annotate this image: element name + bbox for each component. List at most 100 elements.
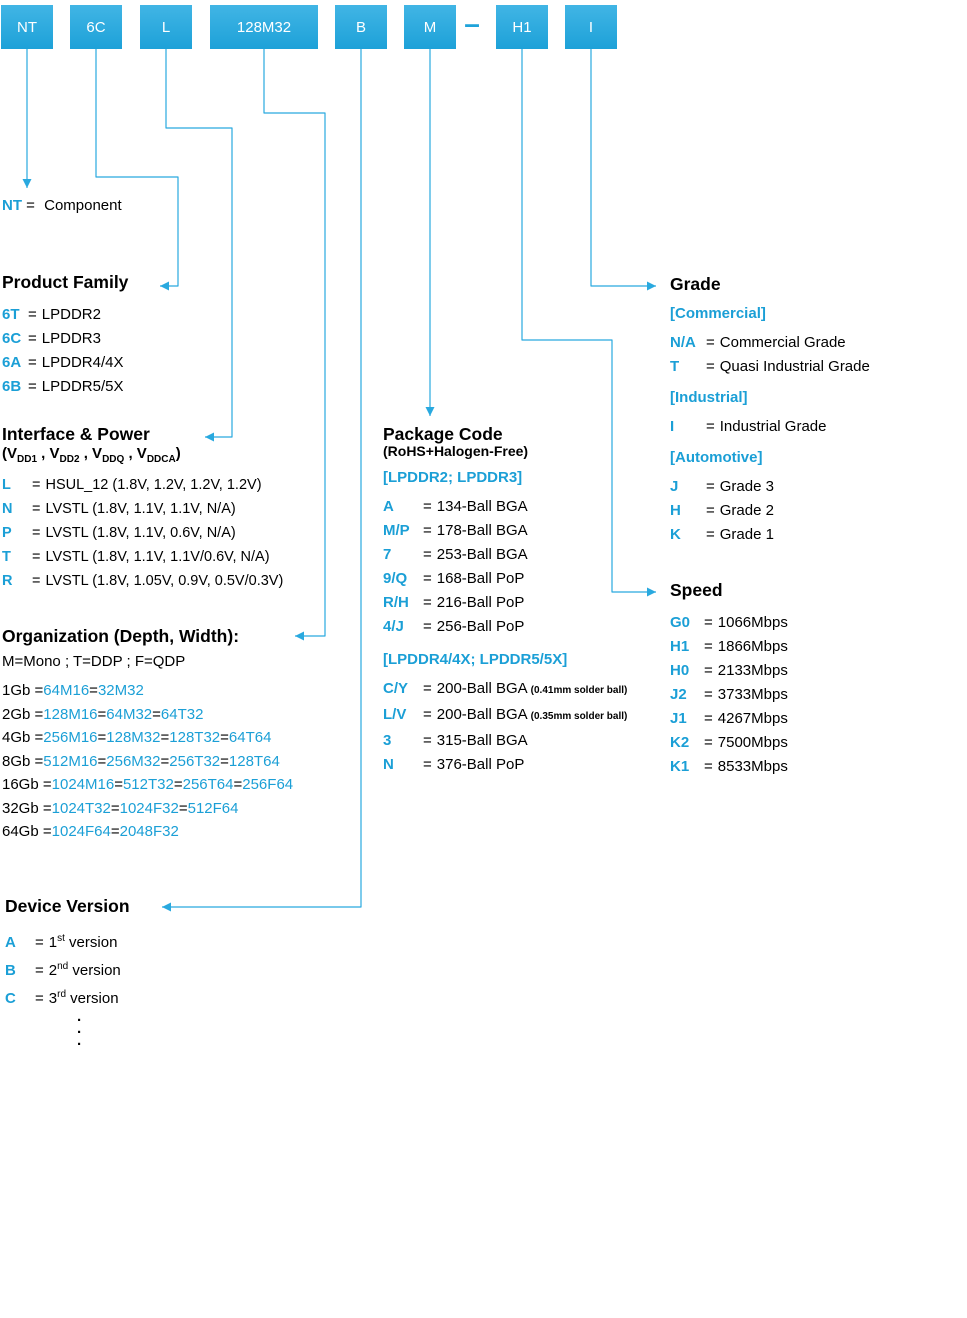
part-box-b-label: B bbox=[355, 18, 366, 36]
equals-sign: = bbox=[706, 502, 715, 519]
row-size: 32Gb bbox=[2, 799, 39, 817]
interface-power-vdd-label: (VDD1 , VDD2 , VDDQ , VDDCA) bbox=[2, 445, 283, 465]
equals-sign: = bbox=[704, 638, 713, 655]
equals-sign: = bbox=[114, 776, 123, 793]
speed-item: K2=7500Mbps bbox=[670, 731, 788, 755]
item-value: 2nd version bbox=[48, 961, 121, 979]
item-value: Grade 2 bbox=[719, 502, 774, 519]
item-code: A bbox=[383, 498, 394, 515]
package-code-title: Package Code bbox=[383, 424, 503, 444]
grade-section: Grade [Commercial] N/A=Commercial Grade … bbox=[670, 274, 870, 547]
component-label: NT = Component bbox=[2, 194, 122, 218]
item-value: 253-Ball BGA bbox=[436, 546, 528, 563]
equals-sign: = bbox=[173, 776, 183, 793]
equals-sign: = bbox=[38, 823, 52, 840]
equals-sign: = bbox=[706, 358, 715, 375]
part-box-6c-label: 6C bbox=[86, 18, 106, 36]
item-note: (0.41mm solder ball) bbox=[530, 685, 628, 696]
item-code: 6B bbox=[2, 378, 22, 395]
product-family-item: 6T=LPDDR2 bbox=[2, 303, 128, 327]
equals-sign: = bbox=[706, 478, 715, 495]
item-value: 1066Mbps bbox=[717, 614, 788, 631]
part-box-device-version: B bbox=[335, 5, 387, 49]
item-value: Quasi Industrial Grade bbox=[719, 358, 870, 375]
package-code-item: C/Y=200-Ball BGA(0.41mm solder ball) bbox=[383, 677, 627, 703]
dash-separator: – bbox=[464, 8, 480, 39]
equals-sign: = bbox=[423, 680, 432, 697]
item-value: 315-Ball BGA bbox=[436, 732, 528, 749]
equals-sign: = bbox=[30, 682, 44, 699]
equals-sign: = bbox=[38, 776, 52, 793]
row-size: 1Gb bbox=[2, 682, 31, 699]
package-code-subtitle: (RoHS+Halogen-Free) bbox=[383, 443, 529, 459]
dot: · bbox=[77, 1012, 82, 1029]
item-code: I bbox=[670, 418, 675, 435]
equals-sign: = bbox=[35, 962, 44, 979]
grade-automotive-header: [Automotive] bbox=[670, 449, 763, 466]
item-code: 3 bbox=[383, 732, 392, 749]
equals-sign: = bbox=[160, 729, 170, 746]
part-box-grade: I bbox=[565, 5, 617, 49]
org-code: 64T64 bbox=[228, 729, 272, 746]
item-code: A bbox=[5, 934, 16, 951]
item-code: C bbox=[5, 990, 16, 1007]
item-code: H bbox=[670, 502, 681, 519]
row-size: 16Gb bbox=[2, 776, 39, 793]
item-value: 178-Ball BGA bbox=[436, 522, 528, 539]
equals-sign: = bbox=[706, 418, 715, 435]
organization-legend: M=Mono ; T=DDP ; F=QDP bbox=[2, 653, 186, 670]
package-code-item: 7=253-Ball BGA bbox=[383, 543, 627, 567]
item-value: 1866Mbps bbox=[717, 638, 788, 655]
equals-sign: = bbox=[35, 990, 44, 1007]
row-size: 64Gb bbox=[2, 823, 39, 840]
item-code: K1 bbox=[670, 758, 690, 775]
org-code: 1024F32 bbox=[119, 799, 179, 817]
equals-sign: = bbox=[32, 477, 41, 493]
part-box-product-family: 6C bbox=[70, 5, 122, 49]
interface-power-title: Interface & Power bbox=[2, 424, 150, 444]
grade-item: T=Quasi Industrial Grade bbox=[670, 355, 870, 379]
equals-sign: = bbox=[30, 729, 44, 746]
org-code: 256T64 bbox=[182, 776, 234, 793]
org-code: 512T32 bbox=[122, 776, 174, 793]
item-code: P bbox=[2, 525, 12, 541]
equals-sign: = bbox=[220, 752, 229, 770]
equals-sign: = bbox=[160, 752, 170, 770]
vdd-text: ) bbox=[175, 445, 181, 462]
row-size: 8Gb bbox=[2, 752, 31, 770]
organization-row: 64Gb =1024F64=2048F32 bbox=[2, 820, 293, 844]
equals-sign: = bbox=[220, 729, 229, 746]
item-code: N bbox=[2, 501, 13, 517]
interface-power-section: Interface & Power (VDD1 , VDD2 , VDDQ , … bbox=[2, 424, 283, 593]
item-code: 7 bbox=[383, 546, 392, 563]
speed-item: J1=4267Mbps bbox=[670, 707, 788, 731]
item-code: C/Y bbox=[383, 680, 409, 697]
speed-item: G0=1066Mbps bbox=[670, 611, 788, 635]
equals-sign: = bbox=[704, 710, 713, 727]
item-value: LVSTL (1.8V, 1.05V, 0.9V, 0.5V/0.3V) bbox=[45, 573, 284, 589]
item-value: 4267Mbps bbox=[717, 710, 788, 727]
grade-item: I=Industrial Grade bbox=[670, 415, 870, 439]
equals-sign: = bbox=[28, 306, 37, 323]
item-code: G0 bbox=[670, 614, 691, 631]
part-box-nt-label: NT bbox=[17, 18, 37, 36]
item-code: B bbox=[5, 962, 16, 979]
equals-sign: = bbox=[110, 799, 120, 817]
vdd-sub: DD2 bbox=[59, 454, 80, 465]
equals-sign: = bbox=[423, 498, 432, 515]
part-box-organization: 128M32 bbox=[210, 5, 318, 49]
interface-power-item: P=LVSTL (1.8V, 1.1V, 0.6V, N/A) bbox=[2, 521, 283, 545]
item-value: 3733Mbps bbox=[717, 686, 788, 703]
organization-row: 1Gb =64M16=32M32 bbox=[2, 679, 293, 703]
equals-sign: = bbox=[110, 823, 120, 840]
org-code: 128M32 bbox=[106, 729, 161, 746]
item-value: 200-Ball BGA bbox=[436, 706, 528, 723]
equals-sign: = bbox=[32, 525, 41, 541]
item-value: LPDDR3 bbox=[41, 330, 101, 347]
equals-sign: = bbox=[704, 686, 713, 703]
item-code: T bbox=[2, 549, 11, 565]
package-code-item: L/V=200-Ball BGA(0.35mm solder ball) bbox=[383, 703, 627, 729]
item-code: J2 bbox=[670, 686, 687, 703]
item-code: 6T bbox=[2, 306, 20, 323]
